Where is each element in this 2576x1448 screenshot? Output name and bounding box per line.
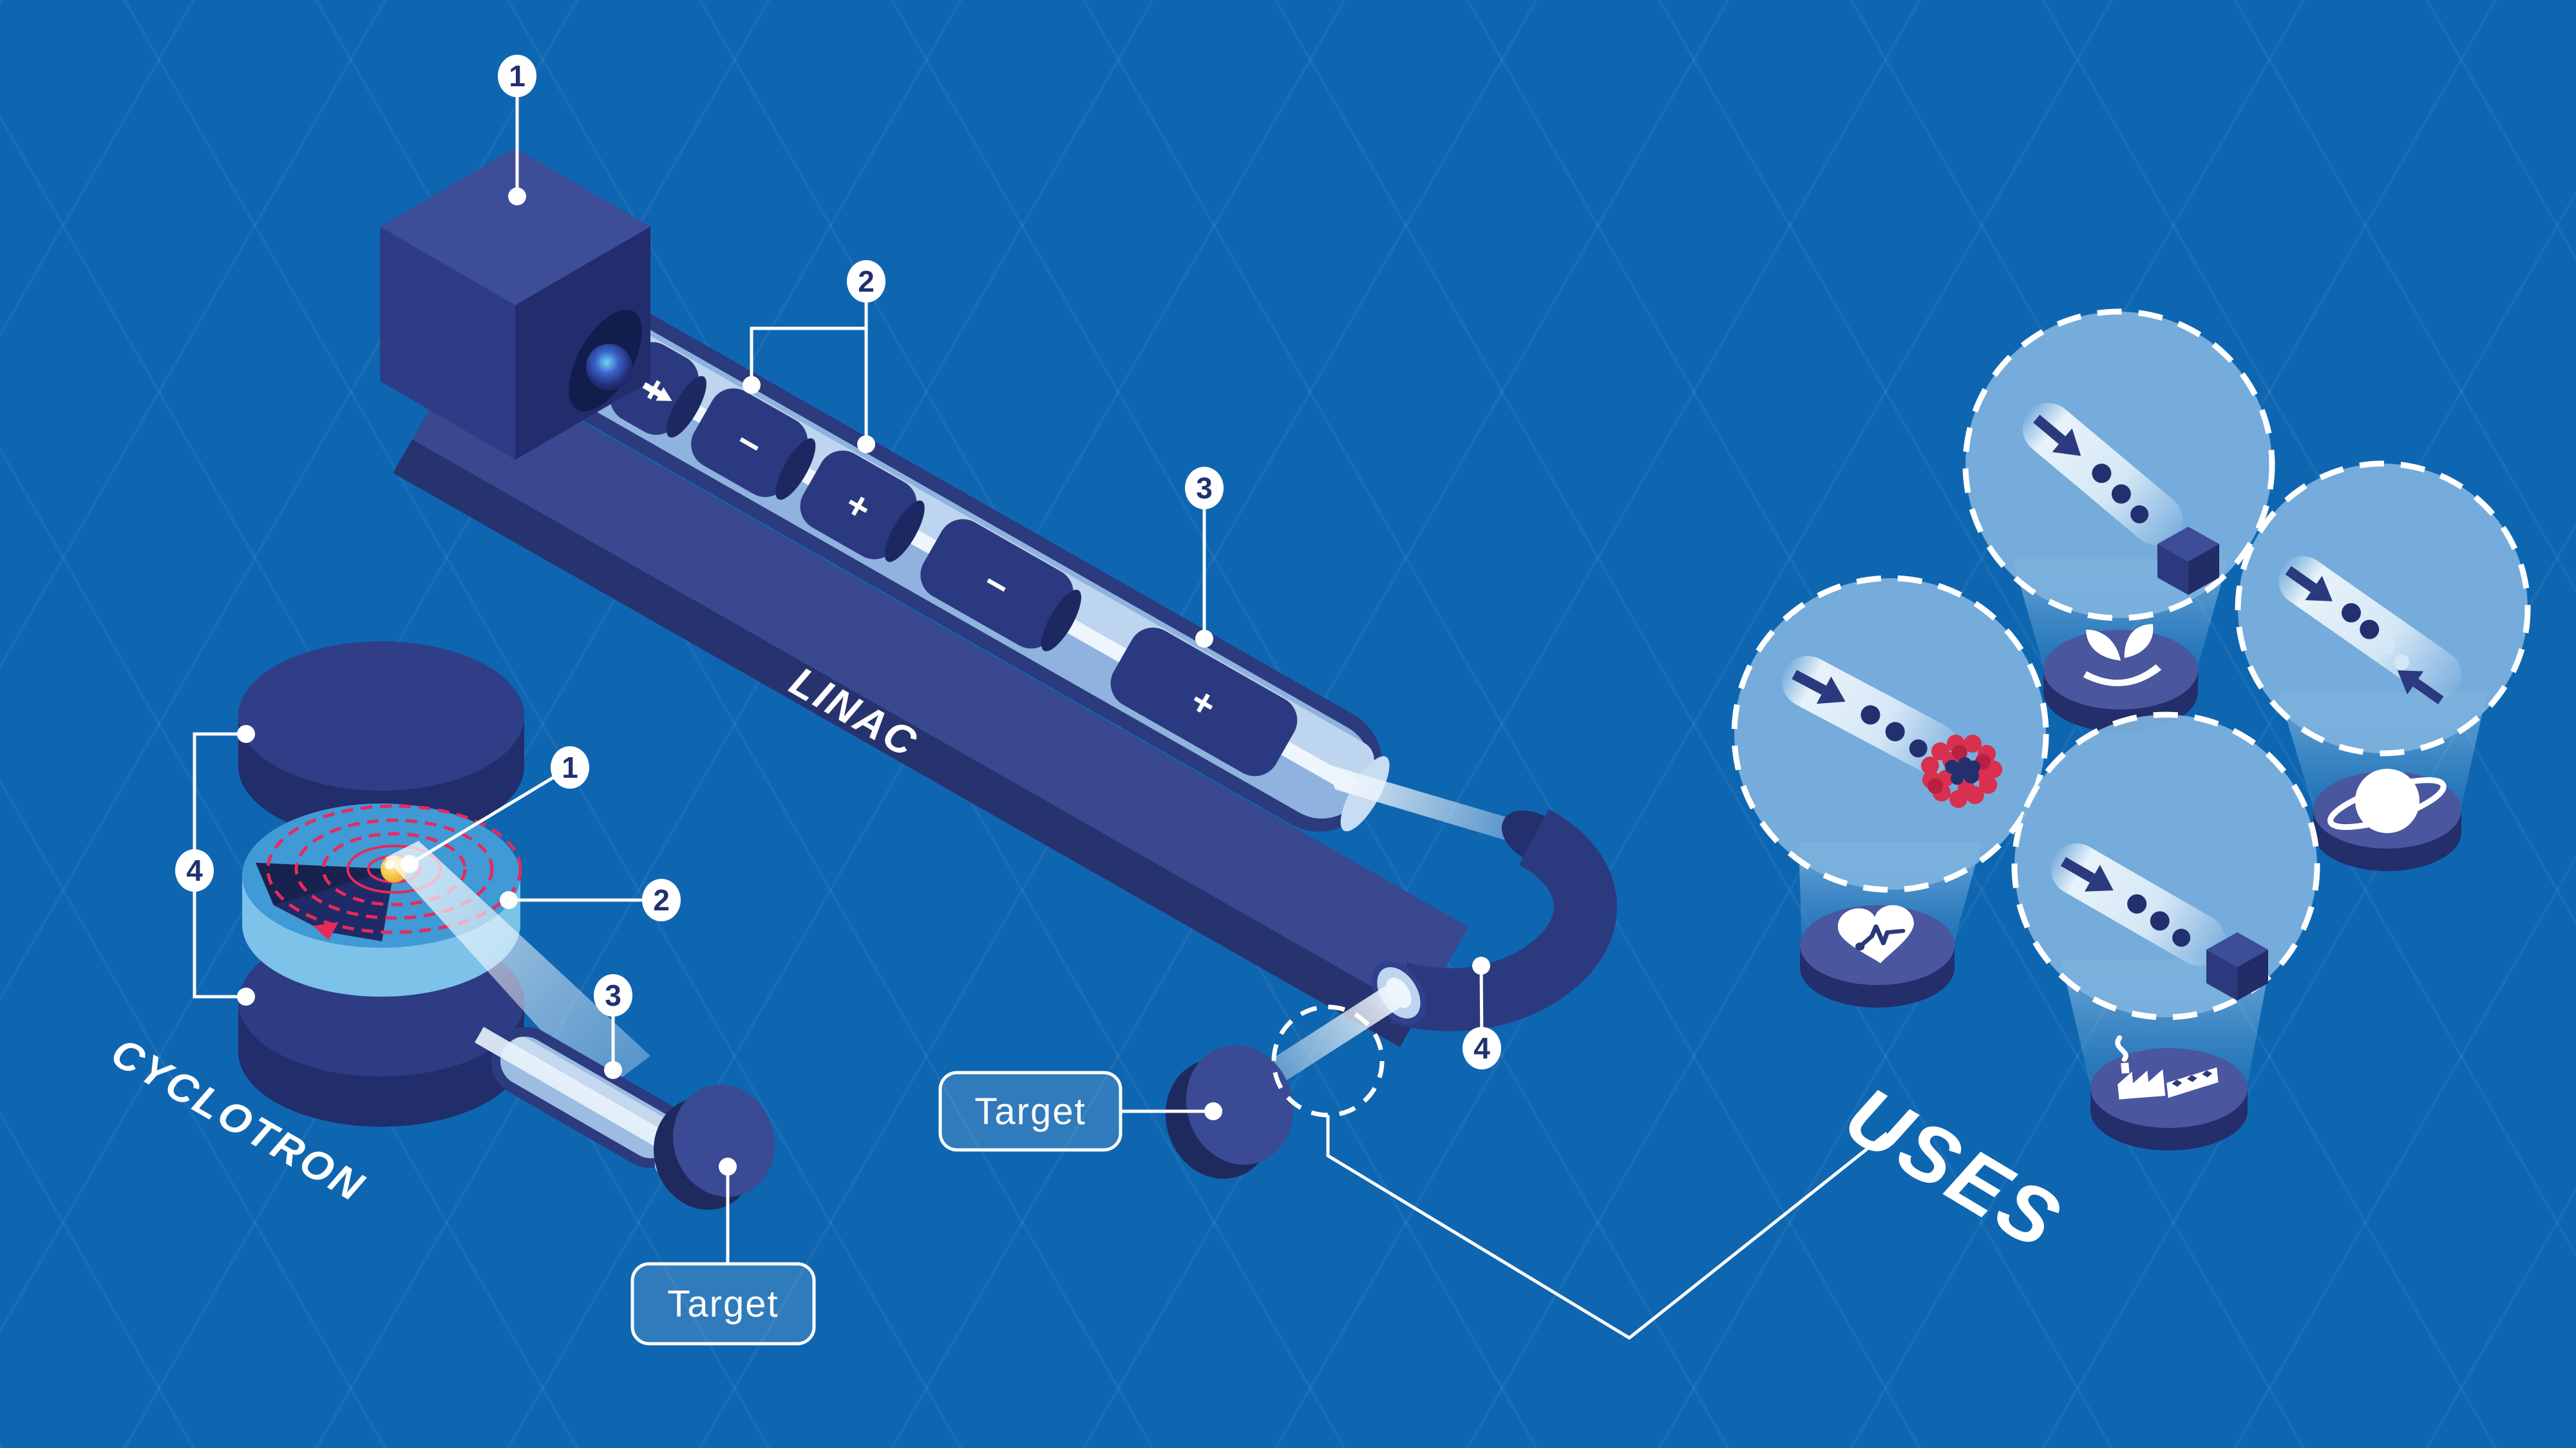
- callout-number: 3: [1196, 471, 1213, 505]
- beam-graphic: [2050, 843, 2226, 966]
- callout-number: 1: [509, 59, 526, 93]
- pedestal-top: [2043, 630, 2198, 710]
- pipe-body: [1390, 809, 1617, 1031]
- beam-graphic: [1782, 655, 1959, 775]
- pedestal-research: [2313, 769, 2461, 871]
- callout-cyclotron-3: 3: [594, 974, 632, 1079]
- target-label-text: Target: [667, 1283, 779, 1325]
- use-circle-medicine: [1731, 575, 2049, 893]
- linac-assembly: + − + − +: [380, 148, 1617, 1179]
- hand-leaves-icon: [2083, 624, 2162, 686]
- cube-target: [2157, 527, 2219, 595]
- target-label-text: Target: [974, 1091, 1086, 1133]
- callout-number: 4: [1473, 1031, 1490, 1065]
- beam-segment: [1327, 764, 1538, 850]
- cyclotron-assembly: [238, 641, 775, 1210]
- cyclotron-beam: [385, 841, 650, 1095]
- beam-graphic: [2022, 402, 2183, 546]
- factory-icon: [2115, 1035, 2219, 1100]
- cancer-cell-cluster: [1921, 735, 2002, 808]
- cyclotron-top-magnet: [238, 641, 524, 841]
- linac-base-slab-edge: [393, 439, 1419, 1048]
- cyclotron-target-disc: [653, 1084, 775, 1210]
- callout-number: 1: [562, 751, 578, 784]
- electron-ball: [586, 344, 632, 390]
- linac-structure: + − + − +: [393, 304, 1469, 1048]
- spiral-arrowhead: [313, 922, 339, 940]
- cyclotron-target-label: Target: [630, 1158, 816, 1346]
- callout-cyclotron-4: 4: [175, 725, 255, 1006]
- colliding-beams-graphic: [2278, 556, 2462, 704]
- cyclotron-bottom-magnet: [238, 927, 524, 1127]
- beamline-target-disc: [1165, 1045, 1294, 1179]
- planet-ring-icon: [2327, 769, 2447, 833]
- heart-pulse-icon: [1838, 905, 1914, 964]
- cube-target: [2206, 932, 2268, 1001]
- callout-beamline-4: 4: [1463, 957, 1501, 1069]
- beam-highlight-dashed-circle: [1271, 1004, 1385, 1118]
- use-circle-agriculture: [1962, 308, 2275, 621]
- use-circle-research: [2235, 460, 2531, 757]
- electron-source: [569, 309, 672, 412]
- callout-number: 3: [605, 979, 621, 1012]
- beam-direction-arrow: [642, 382, 672, 401]
- callout-number: 4: [186, 854, 203, 887]
- callout-number: 2: [858, 265, 875, 298]
- uses-connector-line: [1326, 1115, 1888, 1340]
- pedestal-medicine: [1800, 905, 1955, 1008]
- callout-linac-1: 1: [498, 55, 536, 205]
- dee-cutaway-wall: [256, 863, 394, 905]
- beamline-target-label: Target: [938, 1071, 1222, 1152]
- uses-label: USES: [1830, 1069, 2078, 1267]
- cube-right-face: [515, 227, 650, 460]
- pedestal-industry: [2090, 1035, 2248, 1151]
- callout-number: 2: [653, 883, 670, 917]
- callout-linac-3: 3: [1185, 467, 1224, 648]
- callout-linac-2: 2: [743, 260, 886, 453]
- callout-cyclotron-1: 1: [401, 746, 589, 873]
- electron-gun-cube: [380, 148, 650, 460]
- linac-base-slab: [412, 352, 1469, 1014]
- use-circle-industry: [2011, 711, 2320, 1020]
- cube-left-face: [380, 227, 515, 460]
- callout-cyclotron-2: 2: [500, 879, 681, 921]
